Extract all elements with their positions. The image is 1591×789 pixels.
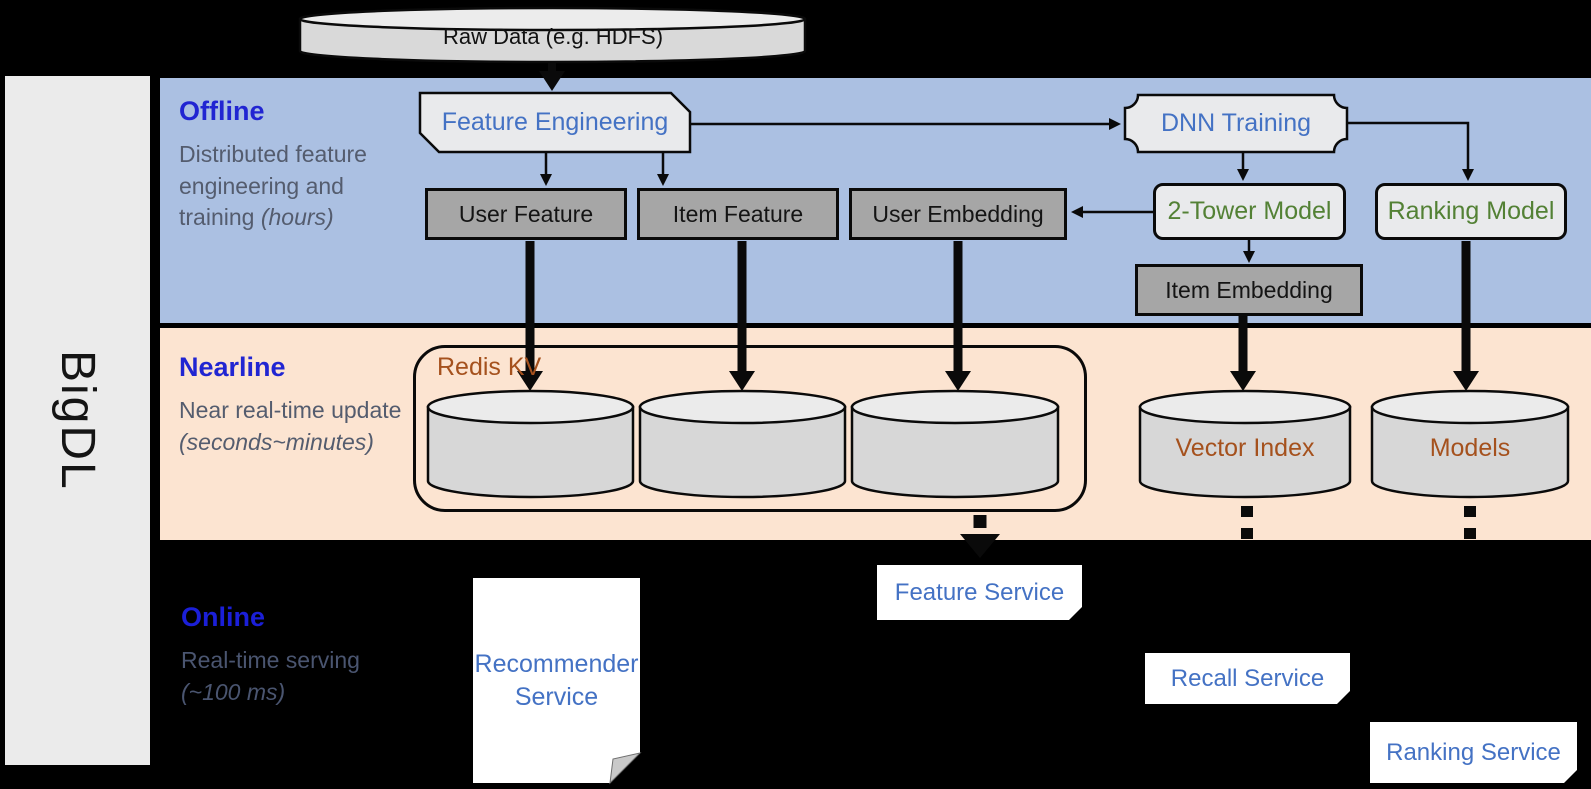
nearline-description-text: Near real-time update [179,397,402,423]
bigdl-logo-text: BigDL [51,350,104,491]
item-feature-node: Item Feature [637,188,839,240]
offline-description-note: (hours) [260,204,334,231]
offline-description: Distributed feature engineering and trai… [179,139,421,234]
bigdl-sidebar: BigDL [5,76,150,765]
offline-label-block: Offline Distributed feature engineering … [179,96,421,234]
nearline-label-block: Nearline Near real-time update (seconds~… [179,352,447,458]
vector-index-label: Vector Index [1175,433,1315,462]
two-tower-model-node: 2-Tower Model [1153,183,1346,240]
feature-service-node: Feature Service [877,565,1082,620]
recommender-service-node: Recommender Service [474,650,639,711]
online-description: Real-time serving (~100 ms) [181,645,416,708]
raw-data-label: Raw Data (e.g. HDFS) [442,24,664,49]
online-title: Online [181,602,266,632]
ranking-service-node: Ranking Service [1370,722,1577,783]
nearline-description: Near real-time update (seconds~minutes) [179,395,447,458]
offline-description-text: Distributed feature engineering and trai… [179,141,367,231]
user-feature-node: User Feature [425,188,627,240]
online-description-text: Real-time serving [181,647,360,673]
feature-engineering-node: Feature Engineering [441,108,669,136]
nearline-description-note: (seconds~minutes) [179,428,374,455]
models-label: Models [1429,433,1511,462]
online-label-block: Online Real-time serving (~100 ms) [181,602,416,708]
online-description-note: (~100 ms) [181,678,286,705]
nearline-title: Nearline [179,352,286,382]
ranking-model-node: Ranking Model [1375,183,1567,240]
recall-service-node: Recall Service [1145,653,1350,704]
item-embedding-node: Item Embedding [1135,264,1363,316]
redis-kv-container [413,345,1087,512]
dnn-training-node: DNN Training [1160,109,1312,137]
user-embedding-node: User Embedding [849,188,1067,240]
offline-title: Offline [179,96,265,126]
redis-kv-label: Redis KV [437,352,542,381]
